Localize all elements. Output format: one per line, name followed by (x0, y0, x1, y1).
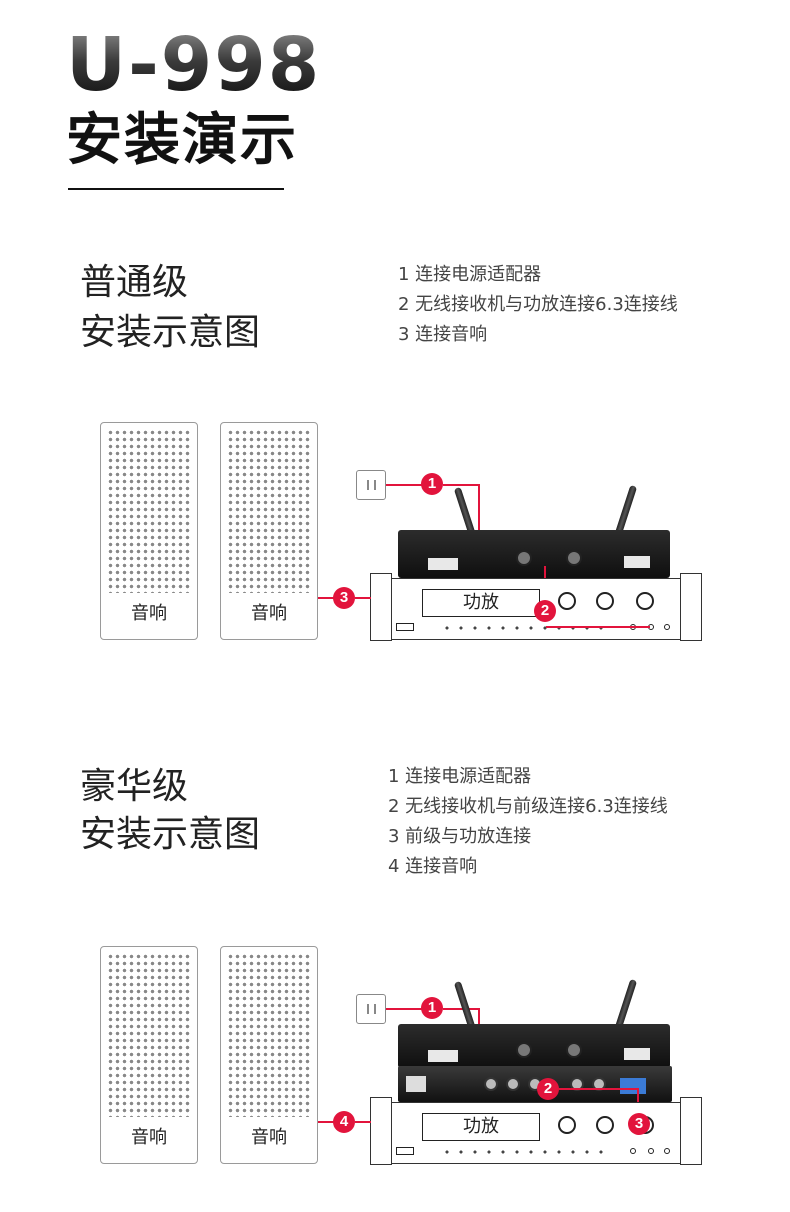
step-item: 3 连接音响 (398, 324, 488, 345)
speaker-wire (318, 1121, 334, 1123)
step-item: 1 连接电源适配器 (398, 264, 542, 285)
power-wire (386, 484, 422, 486)
power-wire (443, 1008, 479, 1010)
speaker-grill (107, 953, 191, 1117)
step-item: 2 无线接收机与前级连接6.3连接线 (388, 796, 668, 817)
speaker-wire (355, 1121, 371, 1123)
speaker-right: 音响 (220, 422, 318, 640)
steps-list: 1 连接电源适配器 2 无线接收机与前级连接6.3连接线 3 前级与功放连接 4… (388, 762, 668, 882)
model-name: U-998 (66, 22, 322, 108)
speaker-grill (107, 429, 191, 593)
title-divider (68, 188, 284, 190)
section-title-line2: 安装示意图 (80, 814, 261, 855)
power-wire (386, 1008, 422, 1010)
section-title-line2: 安装示意图 (80, 312, 261, 353)
steps-list: 1 连接电源适配器 2 无线接收机与功放连接6.3连接线 3 连接音响 (398, 260, 678, 350)
step-badge-3: 3 (628, 1113, 650, 1135)
audio-wire (637, 1088, 639, 1114)
audio-wire (559, 1088, 639, 1090)
section-title-line1: 豪华级 (80, 766, 189, 807)
preamplifier (398, 1066, 672, 1102)
speaker-label: 音响 (131, 1127, 167, 1148)
step-item: 1 连接电源适配器 (388, 766, 532, 787)
audio-wire (546, 626, 650, 628)
step-badge-2: 2 (534, 600, 556, 622)
speaker-label: 音响 (251, 1127, 287, 1148)
amp-label: 功放 (422, 589, 540, 617)
section-title-line1: 普通级 (80, 262, 189, 303)
step-badge-4: 4 (333, 1111, 355, 1133)
speaker-right: 音响 (220, 946, 318, 1164)
step-item: 4 连接音响 (388, 856, 478, 877)
power-wire (478, 484, 480, 564)
amp-label: 功放 (422, 1113, 540, 1141)
speaker-label: 音响 (251, 603, 287, 624)
power-outlet-icon (356, 994, 386, 1024)
page-title: 安装演示 (66, 108, 298, 173)
power-amplifier: 功放 (370, 1097, 702, 1165)
speaker-left: 音响 (100, 422, 198, 640)
step-badge-3: 3 (333, 587, 355, 609)
speaker-grill (227, 953, 311, 1117)
speaker-label: 音响 (131, 603, 167, 624)
speaker-wire (355, 597, 371, 599)
power-wire (443, 484, 479, 486)
speaker-grill (227, 429, 311, 593)
wireless-receiver (398, 1024, 670, 1068)
step-badge-2: 2 (537, 1078, 559, 1100)
speaker-wire (318, 597, 334, 599)
step-item: 2 无线接收机与功放连接6.3连接线 (398, 294, 678, 315)
power-outlet-icon (356, 470, 386, 500)
step-badge-1: 1 (421, 997, 443, 1019)
wireless-receiver (398, 530, 670, 578)
step-badge-1: 1 (421, 473, 443, 495)
speaker-left: 音响 (100, 946, 198, 1164)
step-item: 3 前级与功放连接 (388, 826, 532, 847)
